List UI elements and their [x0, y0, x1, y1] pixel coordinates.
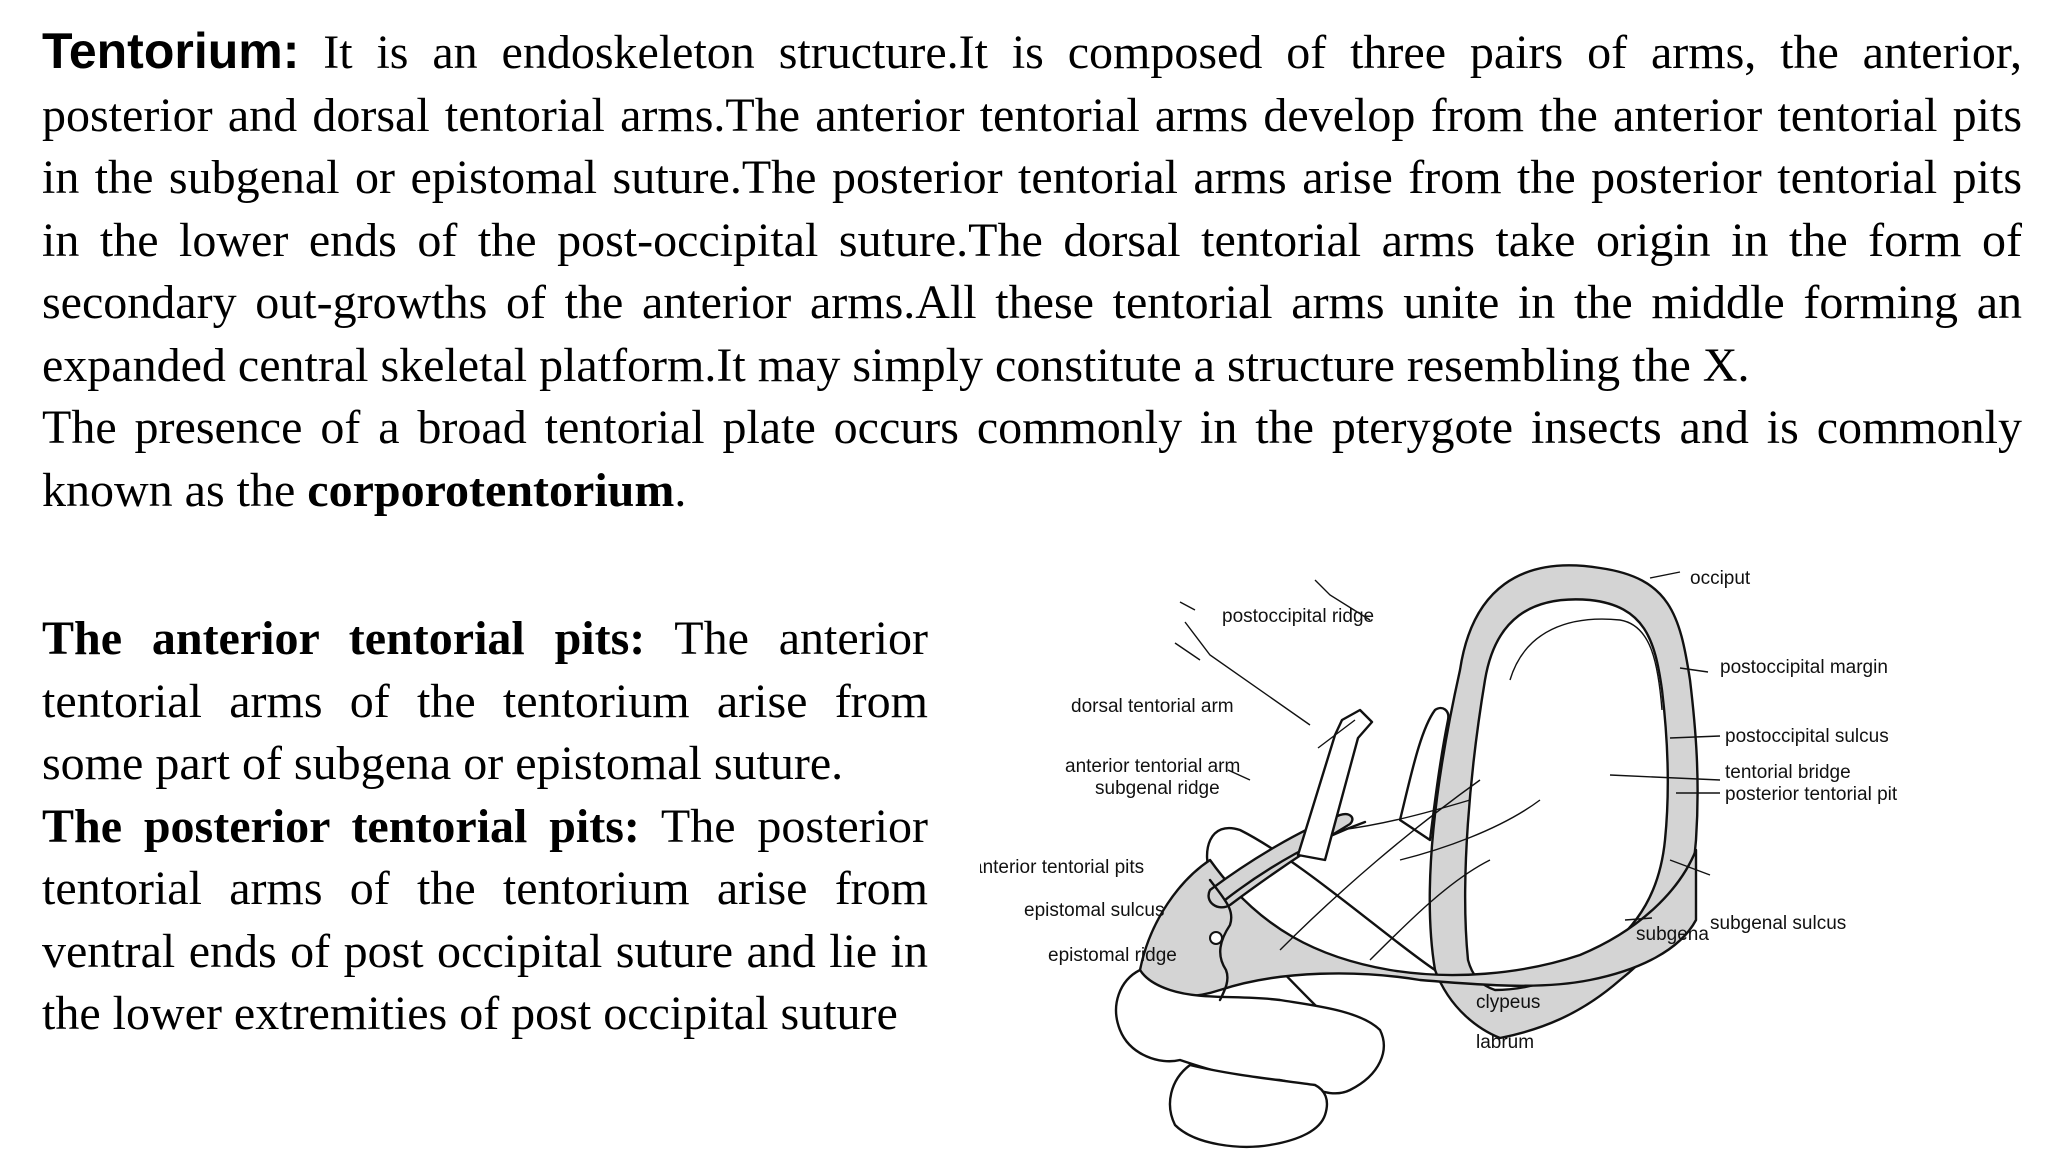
label-epistomal-ridge: epistomal ridge: [1048, 945, 1177, 966]
tentorium-paragraph: Tentorium: It is an endoskeleton structu…: [42, 20, 2022, 397]
tentorium-figure: occiput postoccipital ridge postoccipita…: [980, 560, 2000, 1152]
corporotentorium-paragraph: The presence of a broad tentorial plate …: [42, 397, 2022, 522]
label-dorsal-tentorial-arm: dorsal tentorial arm: [1071, 696, 1234, 717]
bridge-line-4: [1369, 859, 1491, 961]
tentorial-bridge-leader: [1609, 774, 1721, 781]
label-subgenal-ridge: subgenal ridge: [1095, 778, 1220, 799]
pits-section: The anterior tentorial pits: The anterio…: [42, 608, 928, 1046]
posterior-pits-paragraph: The posterior tentorial pits: The poster…: [42, 796, 928, 1046]
leader-lines: [1174, 571, 1721, 921]
tentorium-text: It is an endoskeleton structure.It is co…: [42, 26, 2022, 392]
corporotentorium-term: corporotentorium: [307, 463, 675, 517]
labrum-outline: [1168, 1063, 1329, 1148]
subgena-leader: [1624, 917, 1653, 921]
label-occiput: occiput: [1690, 568, 1751, 589]
postoccipital-sulcus-leader: [1669, 735, 1721, 739]
label-labrum: labrum: [1476, 1032, 1534, 1053]
bridge-line-2: [1399, 799, 1541, 861]
anterior-pits-text: The anterior tentorial arms of the tento…: [42, 612, 929, 790]
insect-head-diagram: occiput postoccipital ridge postoccipita…: [980, 564, 1898, 1148]
anterior-pits-leader: [1227, 769, 1251, 781]
dorsal-tentorial-arm: [1296, 708, 1374, 862]
subgenal-ridge-line: [1223, 820, 1367, 902]
label-postoccipital-sulcus: postoccipital sulcus: [1725, 726, 1889, 747]
intro-section: Tentorium: It is an endoskeleton structu…: [42, 20, 2022, 522]
label-epistomal-sulcus: epistomal sulcus: [1024, 900, 1164, 921]
anterior-pits-heading: The anterior tentorial pits:: [42, 612, 646, 665]
posterior-pits-heading: The posterior tentorial pits:: [42, 799, 640, 853]
postoccipital-margin-leader: [1679, 667, 1709, 673]
label-postoccipital-margin: postoccipital margin: [1720, 657, 1888, 678]
dorsal-arm-leader: [1179, 601, 1196, 611]
subgenal-sulcus-leader: [1669, 859, 1711, 876]
posterior-pits-text: The posterior tentorial arms of the tent…: [42, 799, 928, 1041]
clypeus-outline: [1114, 968, 1385, 1095]
label-subgena: subgena: [1636, 924, 1709, 945]
subgenal-ridge-leader: [1174, 642, 1201, 661]
bridge-line-3: [1279, 779, 1481, 951]
label-anterior-tentorial-arm: anterior tentorial arm: [1065, 756, 1240, 777]
postoccipital-ridge-leader: [1314, 579, 1371, 621]
tentorium-term: Tentorium:: [42, 23, 300, 79]
tentorial-bridge: [1398, 706, 1450, 842]
label-posterior-tentorial-pit: posterior tentorial pit: [1725, 784, 1898, 805]
anterior-arm-leader: [1184, 621, 1311, 726]
corporotentorium-text: The presence of a broad tentorial plate …: [42, 401, 2022, 517]
corporotentorium-end: .: [674, 463, 687, 517]
label-tentorial-bridge: tentorial bridge: [1725, 762, 1851, 783]
postoccipital-ridge-line: [1509, 618, 1663, 711]
label-clypeus: clypeus: [1476, 992, 1540, 1013]
anterior-pits-paragraph: The anterior tentorial pits: The anterio…: [42, 608, 928, 796]
label-anterior-tentorial-pits: anterior tentorial pits: [980, 857, 1144, 878]
label-postoccipital-ridge: postoccipital ridge: [1222, 606, 1374, 627]
bridge-line-1: [1339, 799, 1471, 831]
occiput-leader: [1649, 571, 1681, 579]
anterior-tentorial-pit-dot: [1209, 931, 1223, 945]
label-subgenal-sulcus: subgenal sulcus: [1710, 913, 1846, 934]
epistomal-ridge-line: [1208, 878, 1233, 1002]
dorsal-arm-tip: [1317, 719, 1356, 749]
